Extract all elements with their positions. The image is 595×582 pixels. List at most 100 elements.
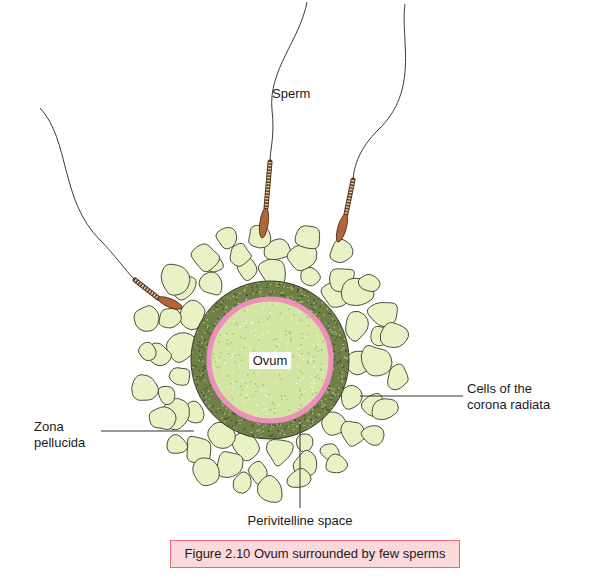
stipple-dot xyxy=(254,335,256,337)
stipple-dot xyxy=(212,406,214,408)
stipple-dot xyxy=(239,326,241,328)
stipple-dot xyxy=(251,394,253,396)
stipple-dot xyxy=(299,404,301,406)
stipple-dot xyxy=(333,393,335,395)
stipple-dot xyxy=(273,339,275,341)
stipple-dot xyxy=(227,386,229,388)
stipple-dot xyxy=(208,327,210,329)
stipple-dot xyxy=(287,287,289,289)
stipple-dot xyxy=(233,426,235,428)
stipple-dot xyxy=(216,359,218,361)
stipple-dot xyxy=(205,401,207,403)
stipple-dot xyxy=(236,421,238,423)
stipple-dot xyxy=(194,377,196,379)
stipple-dot xyxy=(197,376,199,378)
stipple-dot xyxy=(311,382,313,384)
stipple-dot xyxy=(262,333,264,335)
stipple-dot xyxy=(245,402,247,404)
stipple-dot xyxy=(257,405,259,407)
stipple-dot xyxy=(314,307,316,309)
corona-cell xyxy=(295,226,320,249)
stipple-dot xyxy=(200,354,202,356)
stipple-dot xyxy=(203,348,205,350)
stipple-dot xyxy=(202,367,204,369)
stipple-dot xyxy=(296,323,298,325)
stipple-dot xyxy=(213,325,215,327)
stipple-dot xyxy=(207,332,209,334)
stipple-dot xyxy=(321,368,323,370)
stipple-dot xyxy=(302,394,304,396)
stipple-dot xyxy=(258,321,260,323)
leader-line xyxy=(101,431,194,432)
stipple-dot xyxy=(299,420,301,422)
stipple-dot xyxy=(216,308,218,310)
corona-cell xyxy=(358,274,380,291)
stipple-dot xyxy=(337,389,339,391)
stipple-dot xyxy=(240,386,242,388)
stipple-dot xyxy=(321,349,323,351)
stipple-dot xyxy=(323,411,325,413)
corona-cell xyxy=(132,375,159,401)
corona-cell xyxy=(326,454,348,473)
stipple-dot xyxy=(246,397,248,399)
stipple-dot xyxy=(230,392,232,394)
stipple-dot xyxy=(227,375,229,377)
stipple-dot xyxy=(320,369,322,371)
stipple-dot xyxy=(250,381,252,383)
stipple-dot xyxy=(287,296,289,298)
stipple-dot xyxy=(340,359,342,361)
stipple-dot xyxy=(306,302,308,304)
stipple-dot xyxy=(219,334,221,336)
ovum-body xyxy=(209,299,331,421)
stipple-dot xyxy=(284,428,286,430)
stipple-dot xyxy=(274,436,276,438)
corona-cell xyxy=(149,407,176,430)
stipple-dot xyxy=(326,393,328,395)
stipple-dot xyxy=(331,395,333,397)
stipple-dot xyxy=(278,344,280,346)
stipple-dot xyxy=(308,399,310,401)
stipple-dot xyxy=(199,377,201,379)
stipple-dot xyxy=(303,425,305,427)
stipple-dot xyxy=(222,308,224,310)
stipple-dot xyxy=(305,337,307,339)
stipple-dot xyxy=(318,406,320,408)
zona-label: Zona pellucida xyxy=(34,419,98,451)
stipple-dot xyxy=(313,361,315,363)
stipple-dot xyxy=(317,337,319,339)
stipple-dot xyxy=(239,394,241,396)
stipple-dot xyxy=(292,297,294,299)
stipple-dot xyxy=(250,294,252,296)
stipple-dot xyxy=(253,435,255,437)
stipple-dot xyxy=(242,317,244,319)
stipple-dot xyxy=(317,406,319,408)
stipple-dot xyxy=(224,413,226,415)
corona-cell xyxy=(158,386,175,404)
stipple-dot xyxy=(298,311,300,313)
stipple-dot xyxy=(196,379,198,381)
stipple-dot xyxy=(204,368,206,370)
stipple-dot xyxy=(325,407,327,409)
stipple-dot xyxy=(198,370,200,372)
stipple-dot xyxy=(224,359,226,361)
stipple-dot xyxy=(230,357,232,359)
sperms xyxy=(40,2,406,312)
stipple-dot xyxy=(257,386,259,388)
stipple-dot xyxy=(273,291,275,293)
ovum-label: Ovum xyxy=(249,352,292,369)
stipple-dot xyxy=(224,307,226,309)
zona-outline xyxy=(191,281,349,439)
corona-cell xyxy=(361,426,384,446)
stipple-dot xyxy=(205,332,207,334)
stipple-dot xyxy=(273,314,275,316)
stipple-dot xyxy=(328,388,330,390)
stipple-dot xyxy=(263,431,265,433)
stipple-dot xyxy=(198,344,200,346)
stipple-dot xyxy=(213,353,215,355)
stipple-dot xyxy=(209,334,211,336)
stipple-dot xyxy=(308,325,310,327)
stipple-dot xyxy=(293,421,295,423)
stipple-dot xyxy=(219,367,221,369)
stipple-dot xyxy=(265,394,267,396)
corona-cell xyxy=(199,272,222,295)
